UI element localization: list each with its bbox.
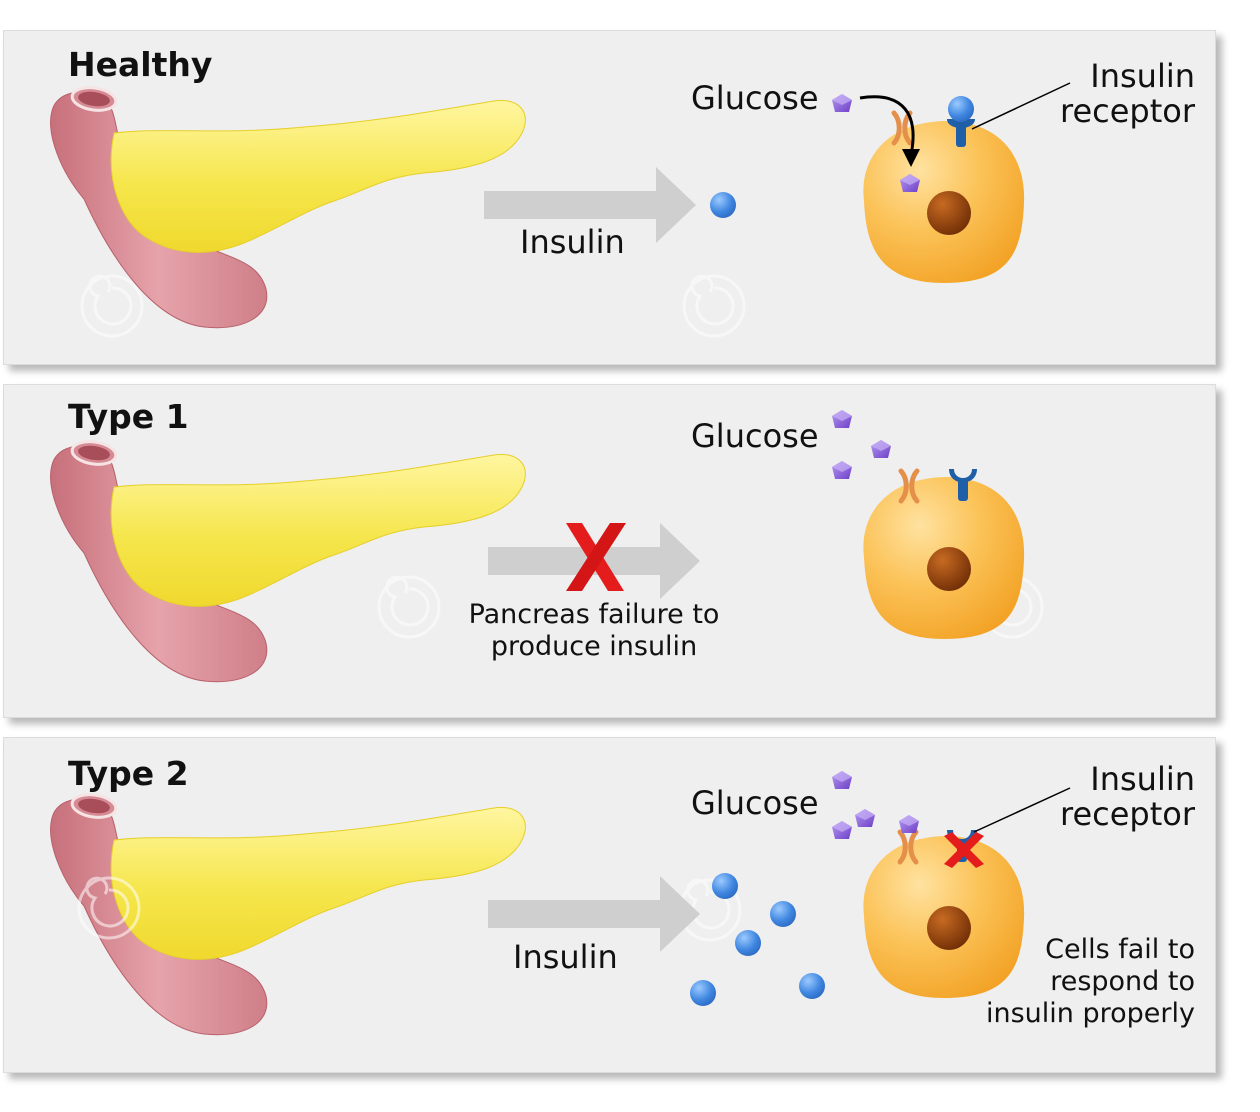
cell-icon	[863, 477, 1025, 639]
insulin-receptor-icon	[949, 469, 977, 501]
glucose-molecule-icon	[871, 440, 891, 458]
insulin-molecule-icon	[690, 980, 716, 1006]
type1-illustration	[49, 410, 1044, 684]
healthy-panel: Healthy Glucose Insulin Insulin receptor	[3, 30, 1216, 365]
insulin-receptor-icon	[947, 96, 975, 147]
receptor-pointer-line	[971, 82, 1071, 130]
glucose-label: Glucose	[691, 417, 819, 455]
failure-cross-icon	[566, 523, 626, 591]
glucose-uptake-arrow	[859, 95, 915, 156]
glucose-label: Glucose	[691, 784, 819, 822]
pancreas-icon	[49, 790, 527, 1037]
insulin-label: Insulin	[520, 223, 625, 261]
insulin-molecule-icon	[710, 192, 736, 218]
glucose-label: Glucose	[691, 79, 819, 117]
healthy-illustration	[49, 82, 1071, 338]
watermark-icon	[377, 575, 441, 639]
type2-panel: Type 2 Glucose Insulin Insulin receptor …	[3, 737, 1216, 1073]
insulin-molecule-icon	[712, 873, 738, 899]
failure-caption: Pancreas failure to produce insulin	[468, 599, 720, 662]
type2-illustration	[49, 771, 1071, 1037]
pancreas-icon	[49, 437, 527, 684]
glucose-molecule-icon	[899, 815, 919, 833]
cell-icon	[863, 121, 1025, 283]
glucose-molecule-icon	[855, 809, 875, 827]
watermark-icon	[682, 274, 746, 338]
watermark-icon	[80, 274, 144, 338]
cell-response-caption: Cells fail to respond to insulin properl…	[986, 934, 1195, 1029]
receptor-failure-cross-icon	[944, 832, 984, 868]
insulin-molecule-icon	[735, 930, 761, 956]
glucose-molecule-icon	[832, 771, 852, 789]
insulin-receptor-label: Insulin receptor	[1059, 57, 1195, 130]
insulin-molecule-icon	[770, 901, 796, 927]
insulin-label: Insulin	[513, 938, 618, 976]
glucose-molecule-icon	[832, 410, 852, 428]
glucose-molecule-icon	[832, 821, 852, 839]
insulin-receptor-label: Insulin receptor	[1059, 760, 1195, 833]
glucose-molecule-icon	[832, 94, 852, 112]
receptor-pointer-line	[973, 787, 1071, 833]
panel-heading: Type 2	[68, 754, 189, 793]
type1-panel: Type 1 Glucose Pancreas failure to produ…	[3, 384, 1216, 718]
panel-heading: Healthy	[68, 45, 213, 84]
insulin-molecule-icon	[799, 973, 825, 999]
glucose-molecule-icon	[832, 461, 852, 479]
panel-heading: Type 1	[68, 397, 189, 436]
